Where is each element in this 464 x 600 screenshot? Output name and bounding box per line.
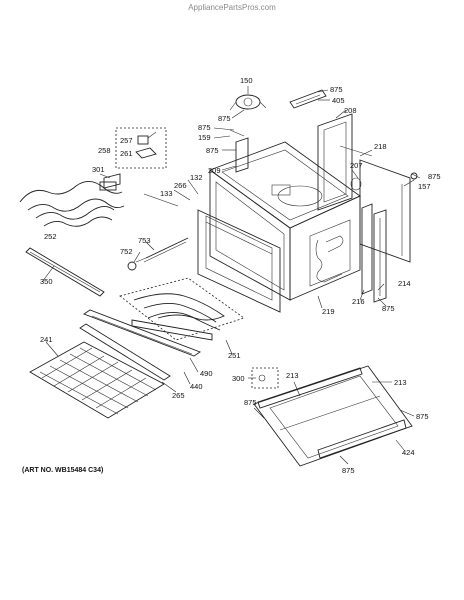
callout-labels: 150 875 405 208 875 159 875 875 209 218 … [40,76,441,475]
callout-207: 207 [350,161,363,170]
screw-part [410,172,418,180]
art-number-label: (ART NO. WB15484 C34) [22,467,104,474]
callout-752: 752 [120,247,133,256]
callout-159: 159 [198,133,211,142]
callout-875: 875 [330,85,343,94]
callout-875: 875 [218,114,231,123]
callout-241: 241 [40,335,53,344]
callout-251: 251 [228,351,241,360]
callout-216: 216 [352,297,365,306]
callout-208: 208 [344,106,357,115]
callout-875: 875 [198,123,211,132]
broil-element-part [19,181,125,227]
callout-875: 875 [206,146,219,155]
callout-266: 266 [174,181,187,190]
bake-element-part [119,277,245,341]
element-bracket-part [103,173,121,189]
rear-vent-part [317,113,353,211]
callout-753: 753 [138,236,151,245]
oven-rack-part [29,323,171,419]
side-rail-part [361,203,387,303]
mount-bracket-part [229,129,249,173]
callout-490: 490 [200,369,213,378]
bottom-frame-part [253,365,413,467]
callout-875: 875 [416,412,429,421]
callout-265: 265 [172,391,185,400]
temp-sensor-part [127,237,189,271]
motor-assembly-part [229,94,267,111]
callout-300: 300 [232,374,245,383]
callout-424: 424 [402,448,415,457]
callout-209: 209 [208,166,221,175]
callout-218: 218 [374,142,387,151]
callout-258: 258 [98,146,111,155]
trim-strip-part [25,247,105,297]
callout-875: 875 [428,172,441,181]
vent-strip-part [83,309,213,357]
callout-875: 875 [342,466,355,475]
callout-213: 213 [286,371,299,380]
callout-440: 440 [190,382,203,391]
callout-350: 350 [40,277,53,286]
callout-157: 157 [418,182,431,191]
watermark-text: AppliancePartsPros.com [188,3,276,12]
callout-150: 150 [240,76,253,85]
callout-219: 219 [322,307,335,316]
callout-252: 252 [44,232,57,241]
oven-cavity-part [197,141,361,313]
side-panel-part [339,145,411,263]
callout-133: 133 [160,189,173,198]
callout-301: 301 [92,165,105,174]
callout-261: 261 [120,149,133,158]
leader-lines [41,86,421,465]
callout-257: 257 [120,136,133,145]
sensor-box-part [115,127,167,169]
callout-132: 132 [190,173,203,182]
callout-214: 214 [398,279,411,288]
callout-875: 875 [244,398,257,407]
callout-405: 405 [332,96,345,105]
callout-213: 213 [394,378,407,387]
callout-875: 875 [382,304,395,313]
top-bracket-part [289,89,327,109]
